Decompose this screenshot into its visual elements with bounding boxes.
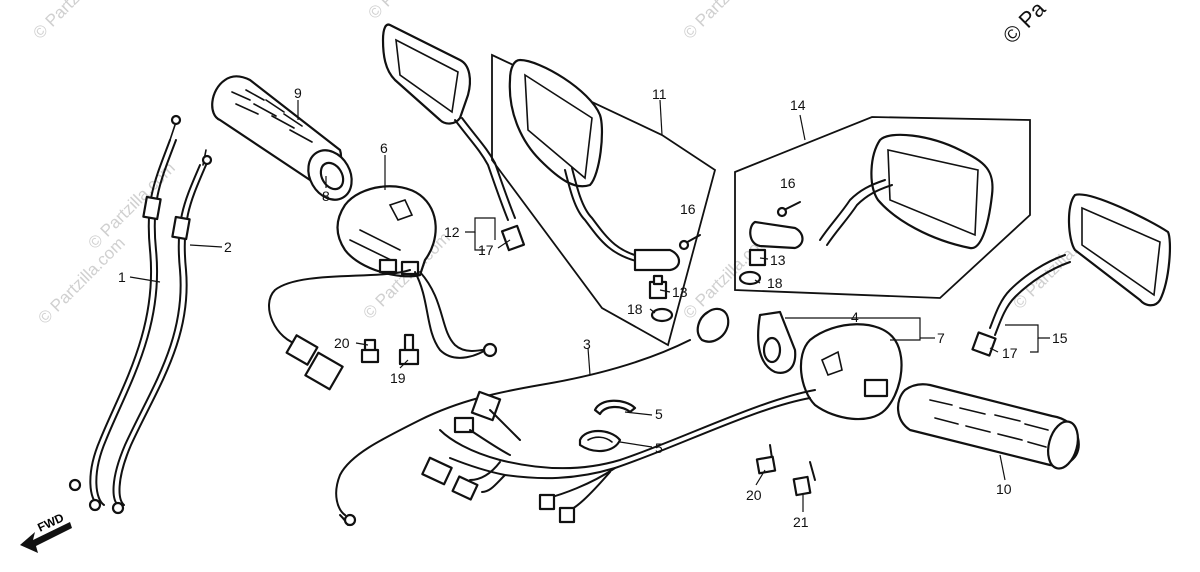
callout-14: 14	[790, 97, 806, 113]
callout-6: 6	[380, 140, 388, 156]
callout-19: 19	[390, 370, 406, 386]
watermark: © Partzilla.com	[679, 0, 773, 43]
forward-arrow-icon: FWD	[20, 510, 72, 553]
callout-10: 10	[996, 481, 1012, 497]
watermark: © Partzilla.com	[364, 0, 458, 23]
left-switch-harness	[268, 269, 498, 391]
right-switch-housing-7	[799, 323, 903, 421]
callout-7: 7	[937, 330, 945, 346]
callout-leaders	[129, 99, 1050, 512]
callout-20-a: 20	[334, 335, 350, 351]
callout-17-a: 17	[478, 242, 494, 258]
washer-18-a	[650, 307, 674, 323]
throttle-cable-1	[89, 114, 182, 506]
nut-13-a	[648, 274, 668, 300]
watermark: © Partzilla.com	[34, 233, 128, 327]
callout-21: 21	[793, 514, 809, 530]
callout-16-a: 16	[680, 201, 696, 217]
callout-12: 12	[444, 224, 460, 240]
callout-5-a: 5	[655, 406, 663, 422]
callout-13-a: 13	[672, 284, 688, 300]
screw-20-right	[755, 444, 777, 475]
callout-4: 4	[851, 309, 859, 325]
bolt-16-a	[678, 234, 701, 251]
callout-15: 15	[1052, 330, 1068, 346]
mirror-14	[749, 133, 994, 250]
screw-21	[792, 461, 816, 497]
callout-1: 1	[118, 269, 126, 285]
callout-11: 11	[652, 86, 667, 102]
callout-3: 3	[583, 336, 591, 352]
mirror-assembly-14-box	[734, 116, 1031, 299]
screw-20-left	[360, 338, 380, 364]
callout-5-b: 5	[655, 440, 663, 456]
washer-18-b	[738, 270, 762, 286]
switch-part-4	[757, 310, 797, 374]
callout-20-b: 20	[746, 487, 762, 503]
left-mirror-12	[381, 23, 526, 252]
callout-2: 2	[224, 239, 232, 255]
cable-clamp-5-b	[578, 429, 622, 453]
callout-18-a: 18	[627, 301, 643, 317]
callout-13-b: 13	[770, 252, 786, 268]
callout-16-b: 16	[780, 175, 796, 191]
nut-13-b	[748, 248, 767, 267]
callout-9: 9	[294, 85, 302, 101]
right-grip-10	[897, 383, 1080, 470]
throttle-cable-2	[68, 149, 213, 515]
copyright-notice: © Pa	[998, 0, 1051, 49]
right-mirror-15	[971, 193, 1172, 357]
left-switch-housing-6	[336, 185, 437, 278]
wire-harness-3	[335, 307, 730, 527]
callout-labels: 1 2 3 4 5 5 6 7 8 9 10 11 12 13 13 14 15…	[118, 85, 1068, 530]
left-grip-9	[211, 75, 353, 201]
callout-8: 8	[322, 188, 330, 204]
callout-17-b: 17	[1002, 345, 1018, 361]
right-switch-harness	[421, 389, 816, 524]
bolt-16-b	[776, 201, 801, 218]
mirror-11	[508, 58, 681, 272]
watermark: © Partzilla.com	[29, 0, 123, 43]
callout-18-b: 18	[767, 275, 783, 291]
screw-19	[398, 333, 420, 366]
